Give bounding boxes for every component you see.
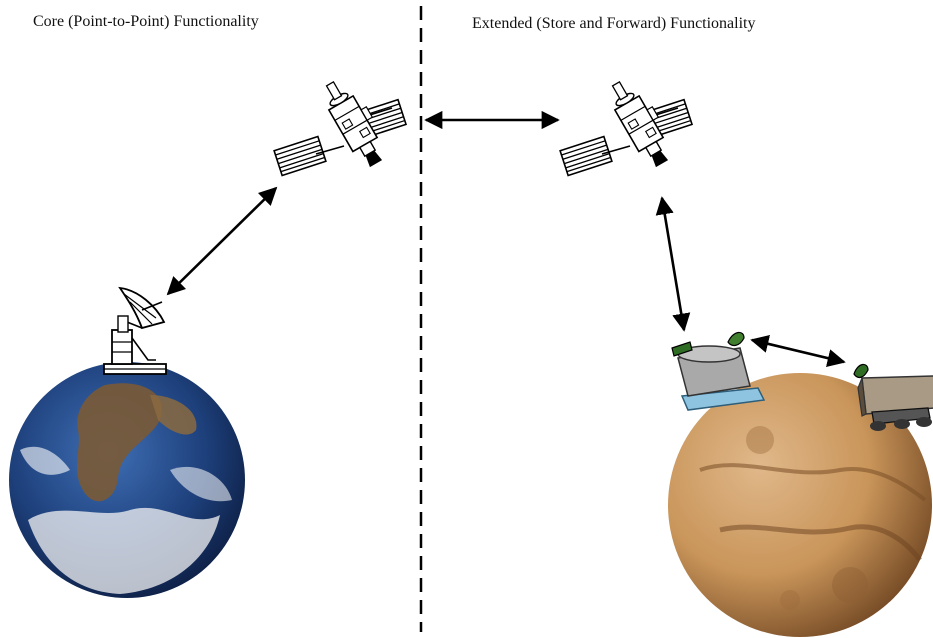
right-satellite-icon <box>560 74 692 176</box>
left-satellite-icon <box>274 74 406 176</box>
arrow-satellite-to-lander <box>655 196 691 332</box>
mars-globe <box>668 373 932 637</box>
earth-globe <box>9 362 245 598</box>
mars-lander-icon <box>671 331 766 411</box>
arrow-lander-to-rover <box>750 334 846 368</box>
extended-functionality-heading: Extended (Store and Forward) Functionali… <box>472 15 756 32</box>
mars-rover-icon <box>853 363 933 431</box>
arrow-ground-to-satellite <box>166 186 278 296</box>
core-functionality-heading: Core (Point-to-Point) Functionality <box>33 13 259 30</box>
ground-station-dish-icon <box>103 286 167 375</box>
